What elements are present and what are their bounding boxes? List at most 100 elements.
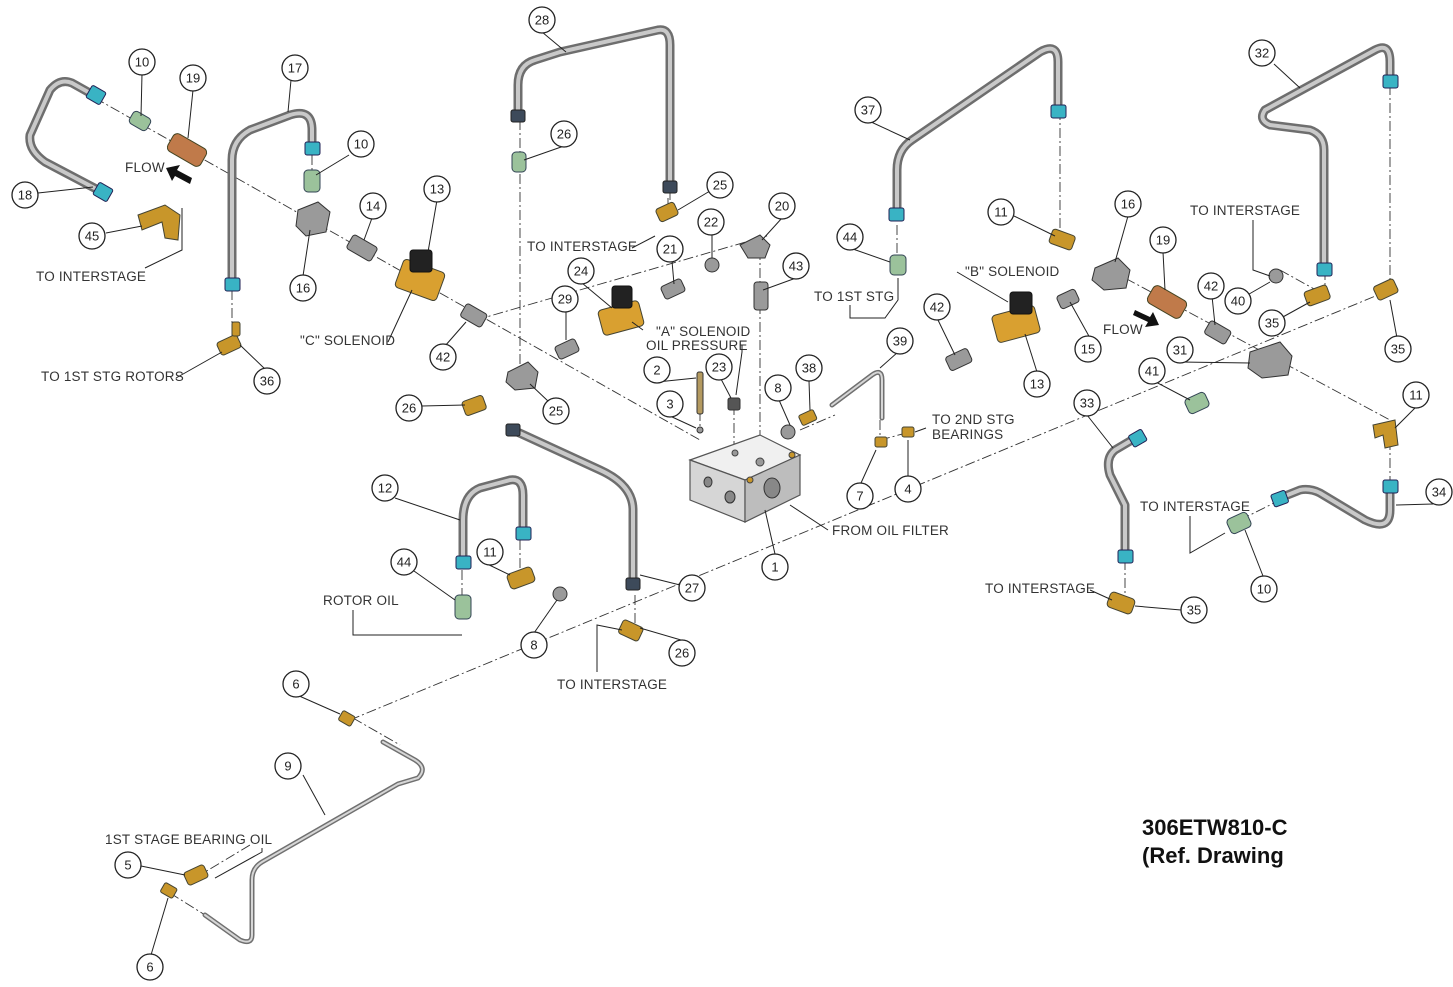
svg-text:26: 26 xyxy=(675,646,689,661)
callout-balloon: 17 xyxy=(281,54,309,82)
callout-balloon: 42 xyxy=(1197,272,1225,300)
callout-balloon: 26 xyxy=(395,394,423,422)
callout-balloon: 2 xyxy=(643,356,671,384)
to-2nd-stg-label: TO 2ND STG xyxy=(932,412,1015,427)
callout-balloon: 11 xyxy=(987,198,1015,226)
svg-text:38: 38 xyxy=(802,361,816,376)
to-interstage-label: TO INTERSTAGE xyxy=(985,581,1095,596)
svg-text:24: 24 xyxy=(574,264,588,279)
callout-balloon: 35 xyxy=(1180,596,1208,624)
callout-balloon: 42 xyxy=(923,293,951,321)
svg-text:34: 34 xyxy=(1432,485,1446,500)
callout-balloon: 26 xyxy=(550,120,578,148)
callout-balloon: 11 xyxy=(476,538,504,566)
labels-group: FLOW FLOW TO INTERSTAGE TO INTERSTAGE TO… xyxy=(36,160,1300,847)
svg-text:6: 6 xyxy=(292,677,299,692)
svg-text:44: 44 xyxy=(397,555,411,570)
callout-balloon: 26 xyxy=(668,639,696,667)
svg-text:10: 10 xyxy=(135,55,149,70)
svg-text:20: 20 xyxy=(775,199,789,214)
callout-balloon: 13 xyxy=(1023,370,1051,398)
callout-balloon: 1 xyxy=(761,553,789,581)
callout-balloon: 37 xyxy=(854,96,882,124)
svg-text:1: 1 xyxy=(771,560,778,575)
callout-balloon: 38 xyxy=(795,354,823,382)
svg-text:37: 37 xyxy=(861,103,875,118)
manifold-block xyxy=(688,434,802,523)
balloon-group: 10 19 17 10 14 13 16 18 45 36 28 26 25 2… xyxy=(11,6,1453,981)
svg-text:26: 26 xyxy=(402,401,416,416)
callout-balloon: 16 xyxy=(289,274,317,302)
callout-balloon: 3 xyxy=(656,390,684,418)
callout-balloon: 24 xyxy=(567,257,595,285)
svg-text:28: 28 xyxy=(535,13,549,28)
svg-text:15: 15 xyxy=(1081,342,1095,357)
callout-balloon: 13 xyxy=(423,175,451,203)
solenoid-c xyxy=(394,249,446,301)
callout-balloon: 35 xyxy=(1258,309,1286,337)
tube-group xyxy=(25,25,1395,945)
svg-text:44: 44 xyxy=(843,230,857,245)
callout-balloon: 21 xyxy=(656,235,684,263)
solenoid-a xyxy=(597,285,645,336)
callout-balloon: 20 xyxy=(768,192,796,220)
svg-text:22: 22 xyxy=(704,215,718,230)
callout-balloon: 44 xyxy=(836,223,864,251)
svg-text:18: 18 xyxy=(18,188,32,203)
svg-text:8: 8 xyxy=(530,638,537,653)
svg-text:16: 16 xyxy=(296,281,310,296)
to-interstage-label: TO INTERSTAGE xyxy=(1140,499,1250,514)
svg-text:14: 14 xyxy=(366,199,380,214)
svg-text:7: 7 xyxy=(856,489,863,504)
rotor-oil-label: ROTOR OIL xyxy=(323,593,399,608)
svg-text:11: 11 xyxy=(994,205,1008,220)
callout-balloon: 40 xyxy=(1224,287,1252,315)
svg-text:21: 21 xyxy=(663,242,677,257)
b-solenoid-label: "B" SOLENOID xyxy=(965,264,1060,279)
svg-text:19: 19 xyxy=(186,71,200,86)
flow-label-right: FLOW xyxy=(1103,322,1143,337)
svg-text:42: 42 xyxy=(436,350,450,365)
svg-text:27: 27 xyxy=(685,581,699,596)
svg-text:16: 16 xyxy=(1121,197,1135,212)
to-interstage-label: TO INTERSTAGE xyxy=(527,239,637,254)
svg-text:8: 8 xyxy=(774,381,781,396)
svg-text:32: 32 xyxy=(1255,46,1269,61)
to-interstage-label: TO INTERSTAGE xyxy=(36,269,146,284)
callout-balloon: 35 xyxy=(1384,335,1412,363)
svg-text:9: 9 xyxy=(284,759,291,774)
svg-text:2: 2 xyxy=(653,363,660,378)
callout-balloon: 25 xyxy=(706,171,734,199)
to-1st-stg-rotors-label: TO 1ST STG ROTORS xyxy=(41,369,184,384)
callout-balloon: 25 xyxy=(542,397,570,425)
callout-balloon: 22 xyxy=(697,208,725,236)
callout-balloon: 7 xyxy=(846,482,874,510)
svg-text:42: 42 xyxy=(930,300,944,315)
callout-balloon: 33 xyxy=(1073,389,1101,417)
callout-balloon: 34 xyxy=(1425,478,1453,506)
callout-balloon: 4 xyxy=(894,475,922,503)
flow-arrow-right xyxy=(1133,310,1159,327)
svg-text:36: 36 xyxy=(260,374,274,389)
to-interstage-label: TO INTERSTAGE xyxy=(1190,203,1300,218)
svg-text:10: 10 xyxy=(1257,582,1271,597)
svg-text:23: 23 xyxy=(712,360,726,375)
drawing-title-block: 306ETW810-C (Ref. Drawing xyxy=(1142,814,1288,870)
svg-text:43: 43 xyxy=(789,259,803,274)
first-stage-bearing-oil-label: 1ST STAGE BEARING OIL xyxy=(105,832,273,847)
callout-balloon: 42 xyxy=(429,343,457,371)
callout-balloon: 10 xyxy=(1250,575,1278,603)
svg-text:26: 26 xyxy=(557,127,571,142)
flow-arrow-left xyxy=(166,165,192,184)
callout-balloon: 8 xyxy=(520,631,548,659)
callout-balloon: 18 xyxy=(11,181,39,209)
svg-text:42: 42 xyxy=(1204,279,1218,294)
svg-text:11: 11 xyxy=(1409,388,1423,403)
callout-balloon: 8 xyxy=(764,374,792,402)
callout-balloon: 27 xyxy=(678,574,706,602)
callout-balloon: 43 xyxy=(782,252,810,280)
c-solenoid-label: "C" SOLENOID xyxy=(300,333,395,348)
callout-balloon: 39 xyxy=(886,327,914,355)
svg-text:35: 35 xyxy=(1265,316,1279,331)
callout-balloon: 28 xyxy=(528,6,556,34)
